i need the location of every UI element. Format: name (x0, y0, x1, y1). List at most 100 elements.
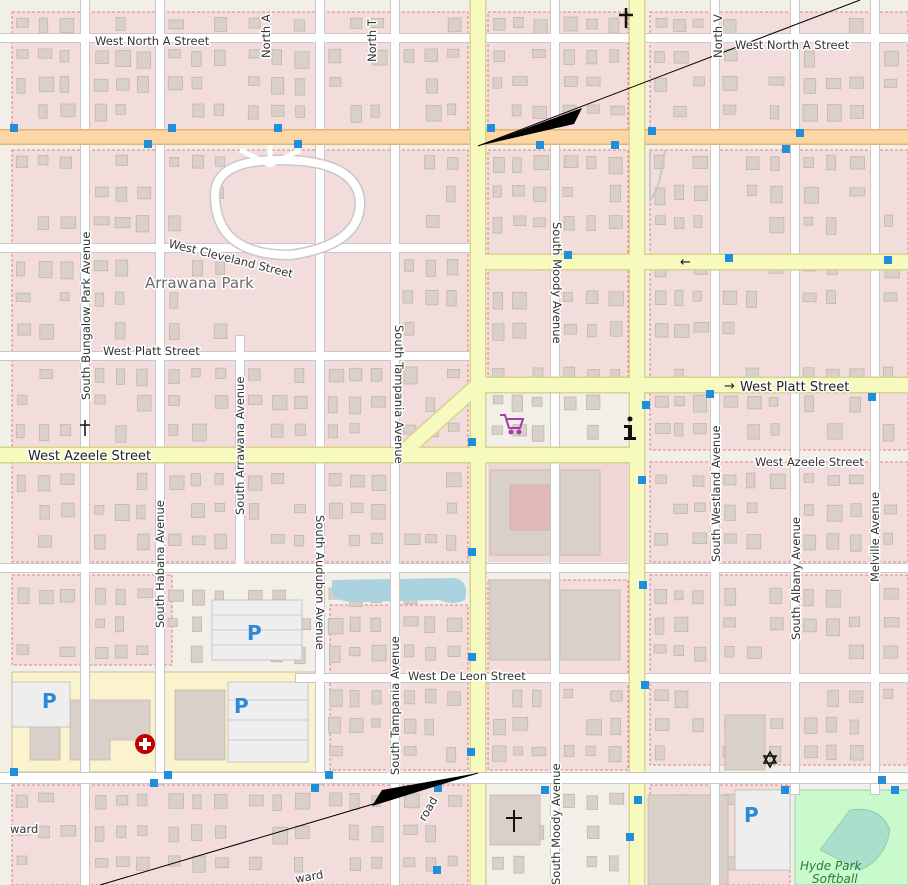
building (191, 824, 203, 841)
node-marker[interactable] (782, 145, 790, 153)
node-marker[interactable] (638, 476, 646, 484)
building (94, 826, 105, 842)
building (746, 502, 758, 514)
node-marker[interactable] (10, 768, 18, 776)
building (513, 855, 525, 874)
building (349, 423, 360, 434)
building (609, 855, 619, 872)
node-marker[interactable] (433, 866, 441, 874)
building (826, 154, 837, 171)
building (803, 78, 817, 94)
building (17, 323, 32, 336)
building (114, 216, 131, 229)
node-marker[interactable] (611, 141, 619, 149)
node-marker[interactable] (536, 141, 544, 149)
building (883, 292, 898, 302)
node-marker[interactable] (878, 776, 886, 784)
building (247, 394, 263, 405)
building (512, 157, 522, 173)
building (168, 826, 180, 843)
node-marker[interactable] (626, 833, 634, 841)
node-marker[interactable] (891, 786, 899, 794)
building (349, 396, 362, 415)
node-marker[interactable] (725, 254, 733, 262)
building (654, 689, 670, 702)
building (694, 185, 708, 201)
building (884, 50, 899, 67)
building (608, 291, 624, 307)
building (511, 104, 522, 117)
building (724, 533, 737, 544)
building (446, 258, 459, 276)
building (270, 534, 285, 544)
building (674, 324, 690, 338)
building (93, 260, 108, 272)
synagogue-icon[interactable] (762, 750, 778, 769)
node-marker[interactable] (10, 124, 18, 132)
building (673, 503, 689, 514)
building (191, 51, 202, 67)
building (803, 216, 814, 226)
node-marker[interactable] (311, 784, 319, 792)
hospital-icon[interactable] (135, 734, 155, 754)
shopping-cart-icon[interactable] (500, 414, 525, 435)
building (674, 616, 689, 633)
building (673, 106, 687, 118)
node-marker[interactable] (487, 124, 495, 132)
node-marker[interactable] (642, 401, 650, 409)
node-marker[interactable] (164, 771, 172, 779)
building (249, 856, 262, 870)
node-marker[interactable] (144, 140, 152, 148)
building (563, 688, 574, 699)
node-marker[interactable] (868, 393, 876, 401)
node-marker[interactable] (781, 786, 789, 794)
church-icon[interactable] (619, 8, 633, 28)
building (447, 855, 458, 867)
node-marker[interactable] (468, 653, 476, 661)
parking-icon[interactable]: P (234, 694, 249, 718)
node-marker[interactable] (796, 129, 804, 137)
node-marker[interactable] (168, 124, 176, 132)
parking-icon[interactable]: P (247, 621, 262, 645)
node-marker[interactable] (150, 779, 158, 787)
node-marker[interactable] (468, 548, 476, 556)
node-marker[interactable] (541, 786, 549, 794)
building (214, 502, 226, 513)
direction-wedge-bottom (372, 773, 478, 806)
building (59, 646, 76, 657)
building (95, 858, 109, 868)
node-marker[interactable] (274, 124, 282, 132)
building (271, 472, 285, 484)
node-marker[interactable] (639, 581, 647, 589)
node-marker[interactable] (467, 748, 475, 756)
church-icon[interactable] (506, 810, 522, 832)
cross-icon[interactable] (80, 420, 90, 436)
building (492, 395, 504, 405)
building (653, 644, 667, 654)
building (532, 689, 542, 708)
building (59, 292, 70, 302)
information-icon[interactable] (624, 416, 636, 441)
building (371, 644, 387, 662)
node-marker[interactable] (706, 390, 714, 398)
building (94, 534, 106, 550)
building (60, 424, 72, 437)
node-marker[interactable] (294, 140, 302, 148)
node-marker[interactable] (325, 771, 333, 779)
node-marker[interactable] (564, 251, 572, 259)
building (349, 718, 364, 733)
node-marker[interactable] (641, 681, 649, 689)
building (93, 78, 109, 92)
node-marker[interactable] (634, 796, 642, 804)
node-marker[interactable] (434, 784, 442, 792)
building (370, 104, 380, 118)
parking-icon[interactable]: P (744, 803, 759, 827)
parking-icon[interactable]: P (42, 689, 57, 713)
node-marker[interactable] (468, 438, 476, 446)
building (674, 590, 684, 601)
node-marker[interactable] (648, 127, 656, 135)
node-marker[interactable] (884, 256, 892, 264)
building (213, 323, 228, 340)
